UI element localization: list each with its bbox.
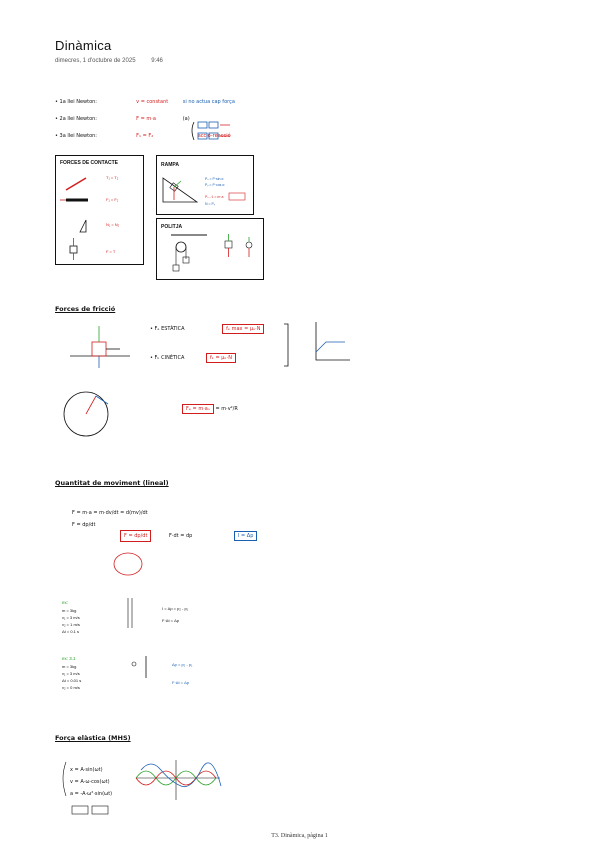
circular-sketch <box>63 391 109 437</box>
svg-text:Δt = 0.01 s: Δt = 0.01 s <box>62 678 81 683</box>
law-2: • 2a llei Newton: F = m·a (a) <box>55 116 190 122</box>
momentum-note <box>113 552 143 576</box>
momentum-formulas: F = m·a = m·dv/dt = d(mv)/dt F = dp/dt <box>72 510 148 528</box>
contact-forces-box: FORCES DE CONTACTE T₁ = T₂ F₁ = F₂ N₁ = … <box>55 155 144 265</box>
page-meta: dimecres, 1 d'octubre de 2025 9:46 <box>55 58 177 64</box>
svg-text:Δp = p₂ - p₁: Δp = p₂ - p₁ <box>172 662 193 667</box>
svg-text:F·Δt = Δp: F·Δt = Δp <box>172 680 190 685</box>
section-friction: Forces de fricció <box>55 305 116 313</box>
page-title: Dinàmica <box>55 38 112 53</box>
friction-static: • Fₑ ESTÀTICA fₑ max = μₑ·N <box>150 324 265 334</box>
svg-text:ex: 3.1: ex: 3.1 <box>62 656 76 661</box>
law-3: • 3a llei Newton: F₁ = F₂ acció-reacció <box>55 133 231 139</box>
svg-text:F·Δt = Δp: F·Δt = Δp <box>162 618 180 623</box>
contact-forces-sketch: T₁ = T₂ F₁ = F₂ N₁ = N₂ F = T <box>60 175 120 260</box>
momentum-box: F = dp/dt F·dt = dp I = Δp <box>120 530 258 542</box>
elastic-formulas: x = A·sin(ωt) v = A·ω·cos(ωt) a = -A·ω²·… <box>70 767 113 797</box>
friction-sketch <box>70 322 350 368</box>
svg-text:v₁ = 3 m/s: v₁ = 3 m/s <box>62 615 80 620</box>
svg-text:ex:: ex: <box>62 600 68 605</box>
svg-text:N₁ = N₂: N₁ = N₂ <box>106 222 120 227</box>
svg-text:v₂ = 0 m/s: v₂ = 0 m/s <box>62 685 80 690</box>
ramp-box: RAMPA Pₓ = P·sin α Pᵧ = P·cos α Pₓ - fᵣ … <box>156 155 254 215</box>
section-elastic: Força elàstica (MHS) <box>55 734 131 742</box>
pulley-box: POLITJA <box>156 218 264 280</box>
pulley-sketch <box>171 234 253 272</box>
contact-forces-title: FORCES DE CONTACTE <box>60 160 118 166</box>
svg-text:F = T: F = T <box>106 249 116 254</box>
ramp-title: RAMPA <box>161 162 179 168</box>
svg-text:T₁ = T₂: T₁ = T₂ <box>106 175 119 180</box>
pulley-title: POLITJA <box>161 224 183 230</box>
svg-text:v₂ = 1 m/s: v₂ = 1 m/s <box>62 622 80 627</box>
svg-text:m = 3kg: m = 3kg <box>62 664 76 669</box>
svg-text:Pₓ = P·sin α: Pₓ = P·sin α <box>205 177 223 181</box>
newton-laws: • 1a llei Newton: v = constant si no act… <box>55 94 235 145</box>
svg-text:N = Pᵧ: N = Pᵧ <box>205 202 216 206</box>
circular-formula: Fₑ = m·aₙ = m·v²/R <box>182 404 238 414</box>
svg-text:Pᵧ = P·cos α: Pᵧ = P·cos α <box>205 183 224 187</box>
svg-text:Δt = 0.1 s: Δt = 0.1 s <box>62 629 79 634</box>
ramp-sketch: Pₓ = P·sin α Pᵧ = P·cos α Pₓ - fᵣ = m·a … <box>162 177 246 206</box>
elastic-sketch <box>62 760 222 815</box>
page-footer: T3. Dinàmica, pàgina 1 <box>271 833 328 839</box>
friction-kinetic: • Fₖ CINÈTICA fₖ = μₖ·N <box>150 353 236 363</box>
momentum-examples: ex: m = 3kg v₁ = 3 m/s v₂ = 1 m/s Δt = 0… <box>62 598 193 690</box>
reaction-sketch <box>191 121 230 141</box>
svg-text:m = 3kg: m = 3kg <box>62 608 76 613</box>
law-1: • 1a llei Newton: v = constant si no act… <box>55 99 235 105</box>
svg-text:v₁ = 3 m/s: v₁ = 3 m/s <box>62 671 80 676</box>
svg-text:F₁ = F₂: F₁ = F₂ <box>106 197 119 202</box>
svg-text:I = Δp = p₂ - p₁: I = Δp = p₂ - p₁ <box>162 606 189 611</box>
page-time: 9:46 <box>151 58 163 64</box>
section-momentum: Quantitat de moviment (lineal) <box>55 479 169 487</box>
svg-text:Pₓ - fᵣ = m·a: Pₓ - fᵣ = m·a <box>205 195 223 199</box>
page-date: dimecres, 1 d'octubre de 2025 <box>55 58 136 64</box>
